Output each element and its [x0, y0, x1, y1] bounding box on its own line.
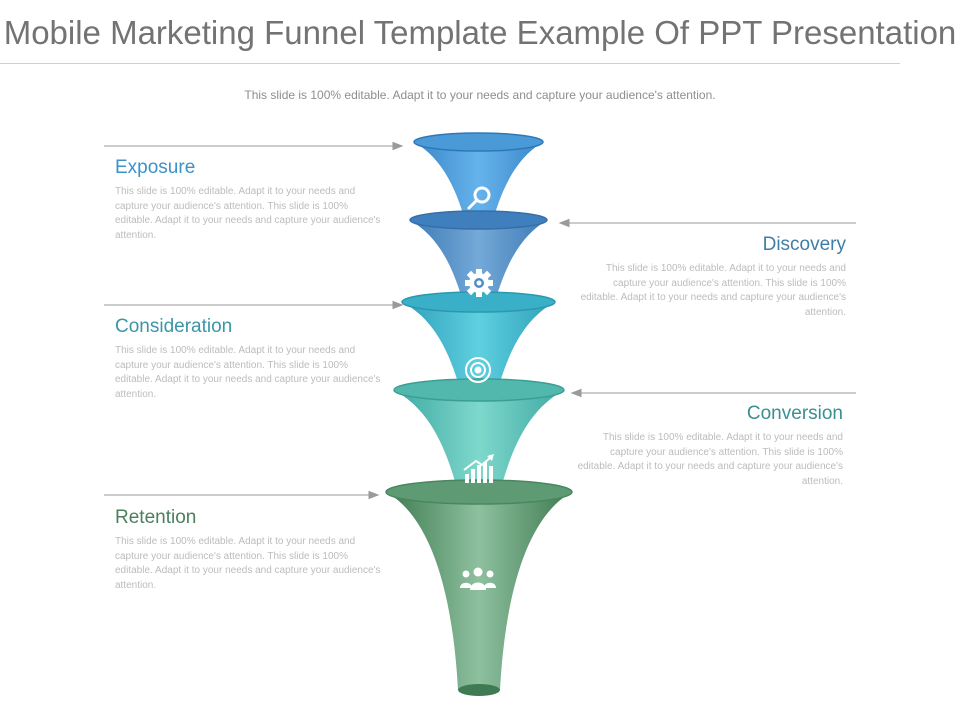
- stage-description-exposure: This slide is 100% editable. Adapt it to…: [115, 186, 381, 241]
- stage-description-conversion: This slide is 100% editable. Adapt it to…: [577, 432, 843, 487]
- title-divider: [0, 63, 900, 64]
- stage-description-discovery: This slide is 100% editable. Adapt it to…: [580, 263, 846, 318]
- stage-label-exposure: Exposure: [115, 157, 196, 178]
- stage-description-consideration: This slide is 100% editable. Adapt it to…: [115, 345, 381, 400]
- slide-title: Mobile Marketing Funnel Template Example…: [3, 14, 957, 51]
- bar-chart-icon: [463, 454, 494, 483]
- funnel-segment-exposure: [413, 132, 544, 232]
- stage-label-discovery: Discovery: [762, 234, 846, 255]
- stage-description-retention: This slide is 100% editable. Adapt it to…: [115, 536, 381, 591]
- slide-subtitle: This slide is 100% editable. Adapt it to…: [244, 88, 716, 102]
- stage-label-retention: Retention: [115, 507, 197, 528]
- funnel-segment-consideration: [401, 291, 556, 404]
- stage-label-consideration: Consideration: [115, 316, 233, 337]
- target-icon: [465, 357, 491, 383]
- funnel-segment-discovery: [409, 210, 548, 312]
- gear-icon: [465, 269, 493, 297]
- funnel-segment-conversion: [393, 378, 565, 508]
- funnel-segment-retention: [385, 479, 573, 696]
- search-icon: [467, 186, 491, 210]
- stage-label-conversion: Conversion: [746, 403, 843, 424]
- people-icon: [460, 567, 496, 590]
